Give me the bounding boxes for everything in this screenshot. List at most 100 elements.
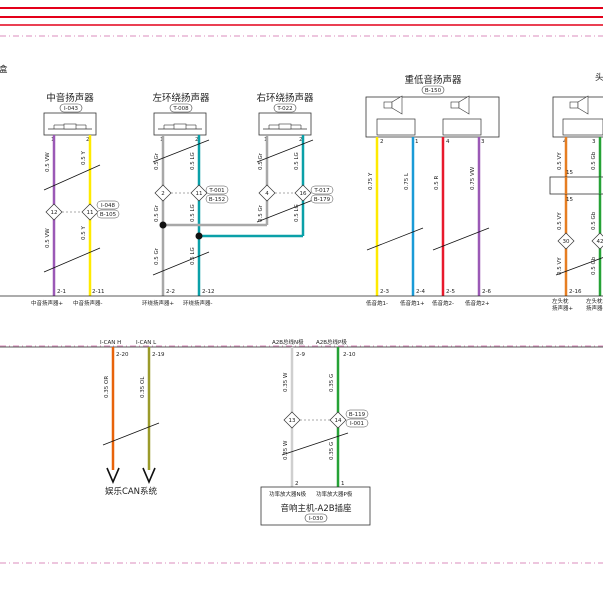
wire-sub-label-2: 0.75 L <box>404 172 410 190</box>
can-group: I-CAN H I-CAN L 2-20 2-19 0.35 OR 0.35 O… <box>100 340 165 497</box>
wire-head-label-2: 0.5 Gb <box>591 151 597 170</box>
wire-a2b-p-top-label: 0.35 G <box>329 374 335 392</box>
ls-ref-b: B-152 <box>209 197 225 203</box>
a2b-group: A2B总线N极 A2B总线P极 2-9 2-10 0.35 W 0.35 G 0… <box>260 338 371 526</box>
a2b-ref-badge-b <box>345 418 369 428</box>
subwoofer-pin-3: 4 <box>446 139 450 145</box>
a2b-p-label: A2B总线P极 <box>316 338 347 346</box>
rs-splice-16: 16 <box>294 184 312 202</box>
headrest-splice-42: 42 <box>591 232 603 250</box>
rs-twist-1 <box>256 139 314 163</box>
right-surround-title: 右环绕扬声器 <box>256 92 314 104</box>
headrest-splice-30: 30 <box>557 232 575 250</box>
svg-text:16: 16 <box>300 191 307 197</box>
mid-ref-badge-b <box>96 209 120 219</box>
wire-rs-label-4: 0.5 LG <box>294 204 300 222</box>
ls-twist-2 <box>152 251 210 276</box>
pin-2-6: 2-6 <box>482 289 491 295</box>
a2b-twist <box>281 432 349 456</box>
wire-rs-label-1: 0.5 Gr <box>258 152 264 170</box>
a2b-box-title: 音响主机-A2B插座 <box>280 503 352 514</box>
wire-rs-label-3: 0.5 Gr <box>258 204 264 222</box>
svg-text:2: 2 <box>161 191 165 197</box>
wire-head-label-1: 0.5 VY <box>557 152 563 170</box>
subwoofer-pin-4: 3 <box>481 139 485 145</box>
left-surround-title: 左环绕扬声器 <box>152 92 210 104</box>
label-sub2-neg: 低音炮2- <box>432 299 454 307</box>
right-surround-icon <box>258 112 312 136</box>
mid-speaker-icon <box>43 112 97 136</box>
pin-2-5: 2-5 <box>446 289 455 295</box>
label-head-l1: 左头枕 <box>552 297 569 305</box>
can-system-label: 娱乐CAN系统 <box>105 486 158 497</box>
svg-text:11: 11 <box>87 210 94 216</box>
subwoofer-speaker-icon-2 <box>442 95 482 136</box>
a2b-splice-13: 13 <box>283 411 301 429</box>
label-sub1-neg: 低音炮1- <box>366 299 388 307</box>
pin-2-4: 2-4 <box>416 289 425 295</box>
a2b-p-pin: 2-10 <box>343 352 356 358</box>
can-twist <box>102 422 160 446</box>
mid-speaker-group: 中音扬声器 I-043 1 2 0.5 VW 0.5 Y 0.5 VW 0.5 … <box>43 92 120 296</box>
right-surround-pin-b: 2 <box>299 137 303 143</box>
mid-speaker-code-badge <box>59 103 83 113</box>
right-surround-code-badge <box>273 103 297 113</box>
wire-a2b-p-bot-label: 0.35 G <box>329 442 335 460</box>
ls-ref-a: T-001 <box>208 188 224 194</box>
can-h-arrow-icon <box>106 467 120 485</box>
svg-text:12: 12 <box>51 210 58 216</box>
right-surround-code: T-022 <box>276 106 292 112</box>
rs-ref-badge-a <box>310 185 334 195</box>
ls-splice-2: 2 <box>154 184 172 202</box>
a2b-n-label: A2B总线N极 <box>272 338 304 346</box>
subwoofer-speaker-icon-1 <box>376 95 416 136</box>
wire-ls-label-4: 0.5 LG <box>190 204 196 222</box>
label-mid-neg: 中音扬声器- <box>73 299 103 307</box>
rs-twist-2 <box>256 199 314 223</box>
label-sub1-pos: 低音炮1+ <box>400 299 425 307</box>
label-sub2-pos: 低音炮2+ <box>465 299 490 307</box>
sub-twist-2 <box>432 227 490 251</box>
pin-2-12: 2-12 <box>202 289 214 295</box>
svg-text:42: 42 <box>597 239 603 245</box>
can-h-pin: 2-20 <box>116 352 129 358</box>
pin-2-11: 2-11 <box>92 289 104 295</box>
mid-speaker-pin-b: 2 <box>86 137 90 143</box>
wire-head-label-3: 0.5 VY <box>557 212 563 230</box>
right-surround-group: 右环绕扬声器 T-022 1 2 0.5 Gr 0.5 LG 0.5 Gr 0.… <box>256 92 334 236</box>
rs-ref-a: T-017 <box>313 188 330 194</box>
svg-text:4: 4 <box>265 191 269 197</box>
headrest-pin-2: 3 <box>592 139 596 145</box>
left-surround-code: T-008 <box>172 106 189 112</box>
headrest-twist <box>555 257 603 276</box>
svg-text:14: 14 <box>335 418 342 424</box>
can-l-label: I-CAN L <box>136 340 157 346</box>
top-border <box>0 7 603 26</box>
subwoofer-title: 重低音扬声器 <box>404 74 462 86</box>
label-mid-pos: 中音扬声器+ <box>31 299 64 307</box>
svg-text:13: 13 <box>289 418 296 424</box>
a2b-n-bot-pin: 2 <box>295 481 299 487</box>
wire-ls-label-2: 0.5 LG <box>190 152 196 170</box>
pin-2-16: 2-16 <box>569 289 582 295</box>
mid-speaker-title: 中音扬声器 <box>46 92 94 104</box>
ls-splice-11: 11 <box>190 184 208 202</box>
label-head-r1: 左头枕 <box>586 297 603 305</box>
mid-ref-a: I-048 <box>101 203 116 209</box>
mid-twist-2 <box>43 247 101 273</box>
wire-ls-label-5: 0.5 Gr <box>154 247 160 265</box>
pin-2-1: 2-1 <box>57 289 66 295</box>
junction-teal <box>195 232 203 240</box>
svg-text:30: 30 <box>563 239 570 245</box>
wire-mid-label-4: 0.5 Y <box>81 226 87 240</box>
wire-a2b-n-bot-label: 0.35 W <box>283 440 289 460</box>
rs-ref-b: B-179 <box>314 197 331 203</box>
a2b-box-code-badge <box>304 513 328 523</box>
headrest-pin-15b: 15 <box>566 197 573 203</box>
a2b-p-bot-pin: 1 <box>341 481 345 487</box>
label-surr-neg: 环绕扬声器- <box>183 299 213 307</box>
a2b-n-pin: 2-9 <box>296 352 305 358</box>
left-surround-icon <box>153 112 207 136</box>
wire-ls-label-6: 0.5 LG <box>190 247 196 265</box>
